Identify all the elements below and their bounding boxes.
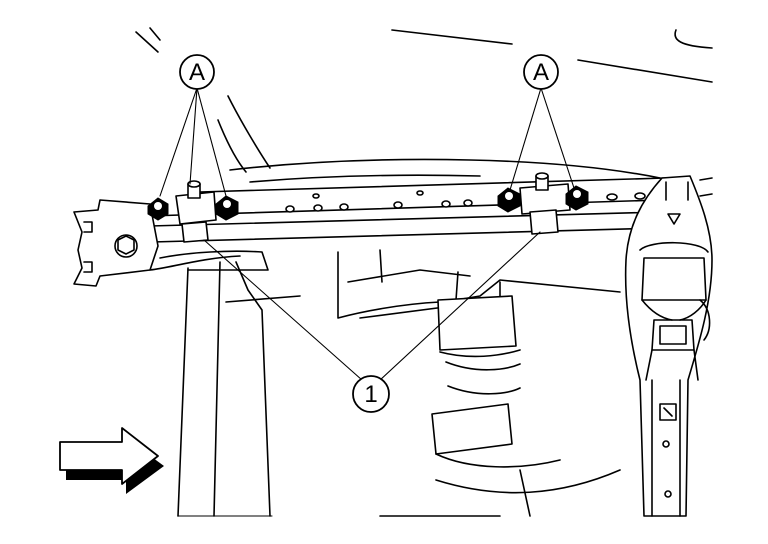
right-bolt-group [497,172,589,235]
rail-holes [285,190,646,213]
callout-1: 1 [352,375,390,413]
center-pillar [159,250,301,517]
callout-1-label: 1 [364,381,377,408]
right-nut-2 [565,185,589,211]
left-end-bracket [73,199,241,287]
leader-lines [159,87,575,381]
callout-a-left-label: A [189,59,205,86]
front-direction-arrow-icon [59,427,164,494]
inner-housing [337,249,621,319]
coil-spring [379,295,621,517]
left-nut-1 [147,197,169,221]
left-bolt-group [147,180,239,243]
right-nut-1 [497,187,521,213]
body-panel-outline [135,27,713,183]
callout-a-right: A [523,54,559,90]
callout-a-right-label: A [533,59,549,86]
callout-a-left: A [179,54,215,90]
right-vertical-member [624,175,713,517]
